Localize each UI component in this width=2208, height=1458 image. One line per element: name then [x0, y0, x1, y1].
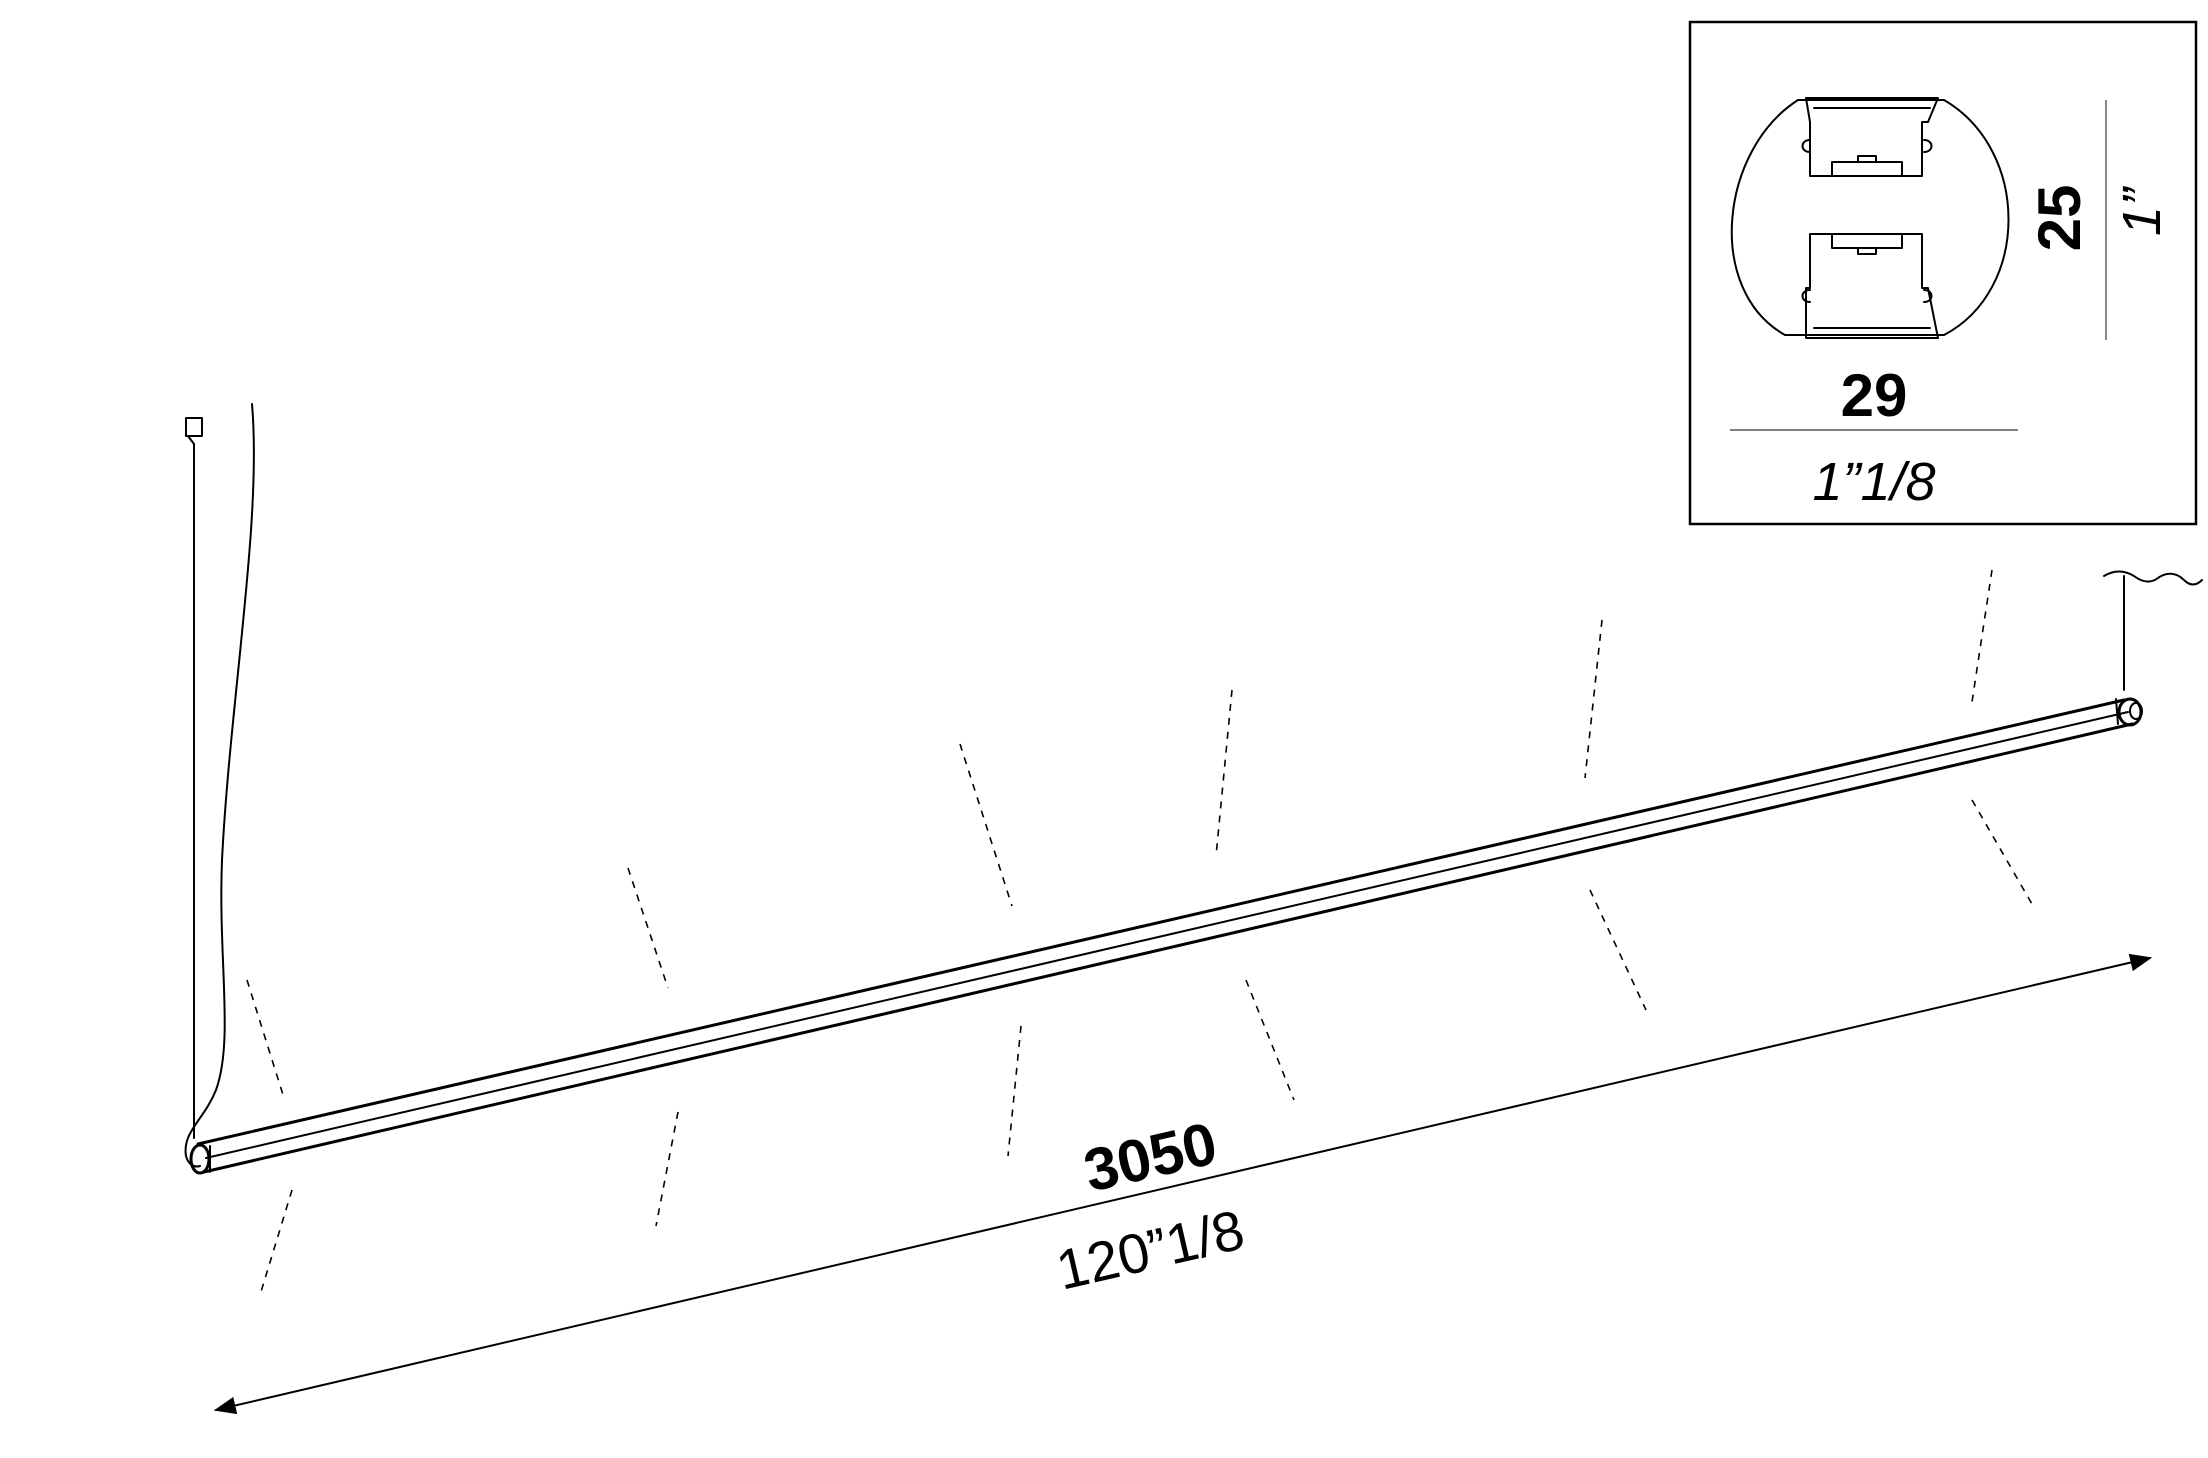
section-width-inch-label: 1”1/8 — [1812, 452, 1935, 512]
profile-outline — [1730, 99, 1799, 336]
power-cord — [184, 403, 255, 1168]
length-dimension: 3050 120”1/8 — [213, 953, 2153, 1415]
left-ceiling-anchor — [185, 417, 203, 437]
section-height-mm-label: 25 — [2026, 185, 2093, 252]
left-end-cap — [189, 1143, 211, 1175]
length-dimension-arrow — [213, 953, 2153, 1415]
lower-led-channel — [1801, 233, 1939, 339]
right-ceiling-break — [2103, 570, 2203, 586]
length-inch-label: 120”1/8 — [1051, 1198, 1250, 1302]
section-width-mm-label: 29 — [1841, 362, 1908, 429]
linear-lamp-body — [189, 697, 2143, 1175]
upper-led-channel — [1801, 97, 1939, 177]
cross-section-detail: 29 1”1/8 25 1” — [1688, 20, 2198, 526]
length-mm-label: 3050 — [1078, 1109, 1223, 1204]
section-height-inch-label: 1” — [2112, 186, 2172, 236]
detail-frame — [1688, 20, 2198, 526]
